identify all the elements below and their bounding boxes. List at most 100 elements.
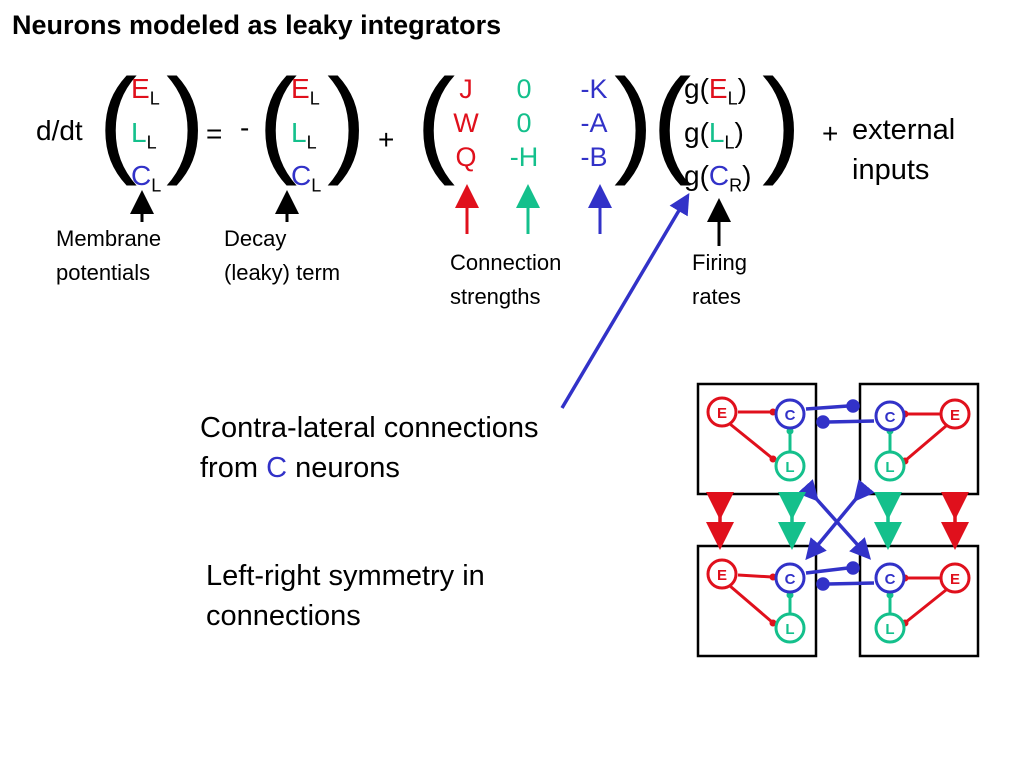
symmetry-line-2: connections [206,600,361,632]
left-paren-1: ( [98,55,138,187]
membrane-potentials-label: Membrane potentials [56,222,161,290]
right-paren-4: ) [762,55,802,187]
external-inputs-label: external inputs [852,110,955,190]
rate-L-pre: g( [684,116,709,148]
neuron-L-label: L [885,459,894,476]
neuron-E [706,558,738,590]
box-top-right [858,382,980,496]
rate-E-sub: L [727,88,738,109]
neuron-E [706,396,738,428]
left-paren-2: ( [258,55,298,187]
neuron-L-label: L [785,621,794,638]
external-plus: + [822,118,839,149]
contralateral-cross [797,479,875,561]
unit-bottom-left: E C L [706,558,806,644]
membrane-line-1: Membrane [56,226,162,251]
neuron-L [774,612,806,644]
matrix-row-2: W 0 -A [442,106,630,140]
right-paren-3: ) [614,55,654,187]
decay-L-sub: L [306,132,317,153]
firing-rates-label: Firing rates [692,246,747,314]
contralateral-horizontal [805,399,875,591]
contra-line-2: from C neurons [200,448,539,488]
state-vector-1: EL LL CL [131,72,161,203]
firing-line-1: Firing [692,250,748,275]
ddt-operator: d/dt [36,115,83,146]
state-E-L: EL [131,72,161,116]
matrix-negH: -H [509,142,539,172]
rate-L-post: ) [734,116,744,148]
rate-C-sub: R [729,175,743,196]
decay-E-L: EL [291,72,321,116]
matrix-W: W [453,108,479,138]
neuron-C-label: C [885,409,896,426]
state-E-sub: L [149,88,160,109]
matrix-J: J [459,74,473,104]
decay-term-label: Decay (leaky) term [224,222,340,290]
neuron-E-label: E [950,571,960,588]
neuron-C-label: C [785,407,796,424]
page-title: Neurons modeled as leaky integrators [12,10,502,40]
external-line-2: inputs [852,154,930,186]
neuron-C-label: C [785,571,796,588]
network-diagram: E C L C E L [696,382,980,658]
rate-L-sym: L [708,116,725,148]
decay-C-sub: L [311,175,322,196]
matrix-row-1: J 0 -K [442,72,630,106]
box-bottom-right [858,544,980,658]
rate-E: g(EL) [684,72,751,116]
left-paren-3: ( [416,55,456,187]
matrix-0-b: 0 [516,108,532,138]
neuron-E-label: E [717,567,727,584]
decay-C-L: CL [291,159,321,203]
state-C: C [131,160,152,192]
decay-line-1: Decay [224,226,287,251]
neuron-L [874,612,906,644]
neuron-E-label: E [950,407,960,424]
connection-strengths-label: Connection strengths [450,246,561,314]
contralateral-pointer [560,192,690,409]
symmetry-arrows [706,492,969,550]
neuron-C [774,562,806,594]
matrix-negK: -K [580,74,608,104]
matrix-row-3: Q -H -B [442,140,630,174]
box-top-left [696,382,818,496]
neuron-L-label: L [885,621,894,638]
connection-line-2: strengths [450,284,541,309]
neuron-E-label: E [717,405,727,422]
membrane-line-2: potentials [56,260,151,285]
state-L-L: LL [131,116,161,160]
decay-line-2: (leaky) term [224,260,341,285]
rate-C-post: ) [742,160,752,192]
rates-vector: g(EL) g(LL) g(CR) [684,72,751,203]
box-bottom-left [696,544,818,658]
decay-E: E [291,73,310,104]
rate-E-pre: g( [684,73,709,104]
matrix-negB: -B [580,142,608,172]
neuron-E [939,562,971,594]
plus-sign: + [378,124,395,155]
contralateral-note: Contra-lateral connections from C neuron… [200,408,539,488]
equals-sign: = [206,118,223,149]
rate-E-post: ) [737,73,747,104]
right-paren-1: ) [166,55,206,187]
state-C-L: CL [131,159,161,203]
contra-line-1: Contra-lateral connections [200,412,539,444]
symmetry-note: Left-right symmetry in connections [206,556,485,636]
matrix-negA: -A [580,108,608,138]
rate-C: g(CR) [684,159,751,203]
matrix-0-a: 0 [516,74,532,104]
neuron-L [774,450,806,482]
unit-bottom-right: C E L [874,562,971,644]
neuron-L-label: L [785,459,794,476]
rate-C-sym: C [708,160,730,192]
connection-line-1: Connection [450,250,562,275]
neuron-C [874,562,906,594]
decay-L-L: LL [291,116,321,160]
neuron-C [874,400,906,432]
neuron-C-label: C [885,571,896,588]
neuron-E [939,398,971,430]
state-vector-2: EL LL CL [291,72,321,203]
rate-C-pre: g( [684,160,709,192]
